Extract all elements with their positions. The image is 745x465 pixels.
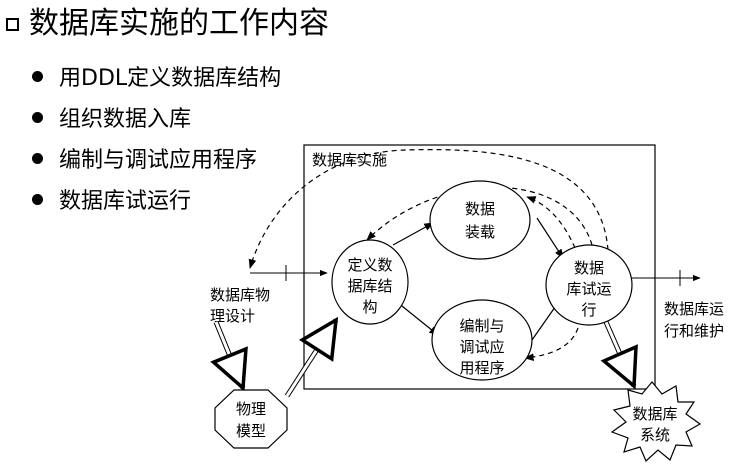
node-system-line-2: 系统 bbox=[640, 426, 670, 444]
bullet-text: 编制与调试应用程序 bbox=[59, 148, 258, 173]
bullet-dot-icon bbox=[32, 193, 43, 205]
bullet-text: 用DDL定义数据库结构 bbox=[59, 66, 282, 91]
hollow-arrow-trial-to-system bbox=[606, 321, 634, 386]
hollow-arrow-model-to-define bbox=[285, 320, 336, 397]
bullet-item: 数据库试运行 bbox=[32, 179, 281, 219]
output-label-line-2: 行和维护 bbox=[664, 322, 724, 340]
node-model-line-1: 物理 bbox=[236, 400, 266, 418]
bullet-item: 编制与调试应用程序 bbox=[32, 138, 281, 178]
bullet-list: 用DDL定义数据库结构 组织数据入库 编制与调试应用程序 数据库试运行 bbox=[32, 56, 281, 220]
node-load-line-2: 装载 bbox=[465, 223, 495, 241]
feedback-arrow-load bbox=[526, 196, 576, 249]
node-data-load: 数据 装载 bbox=[429, 180, 531, 260]
page-title: 数据库实施的工作内容 bbox=[6, 4, 329, 44]
node-define-line-2: 据库结 bbox=[347, 277, 392, 295]
bullet-dot-icon bbox=[32, 70, 43, 82]
bullet-item: 用DDL定义数据库结构 bbox=[32, 56, 281, 96]
flow-define-to-load bbox=[392, 222, 434, 246]
node-define-line-3: 构 bbox=[362, 298, 377, 316]
bullet-item: 组织数据入库 bbox=[32, 97, 281, 137]
node-database-system: 数据库 系统 bbox=[610, 381, 702, 463]
node-trial-run: 数据 库试运 行 bbox=[545, 244, 633, 326]
node-trial-line-2: 库试运 bbox=[566, 280, 611, 298]
node-trial-line-3: 行 bbox=[581, 301, 596, 319]
hollow-arrow-design-to-model bbox=[216, 321, 243, 388]
input-label-line-2: 理设计 bbox=[210, 307, 255, 325]
node-program-line-2: 调试应 bbox=[459, 338, 504, 356]
node-physical-model: 物理 模型 bbox=[214, 389, 288, 449]
flow-load-to-trial bbox=[536, 217, 564, 259]
node-model-line-2: 模型 bbox=[236, 422, 266, 440]
node-program-line-3: 用程序 bbox=[459, 359, 504, 377]
bullet-text: 数据库试运行 bbox=[59, 189, 192, 214]
feedback-arrow-program bbox=[524, 327, 579, 361]
node-define-line-1: 定义数 bbox=[347, 256, 392, 274]
bullet-text: 组织数据入库 bbox=[59, 107, 192, 132]
output-label-line-1: 数据库运 bbox=[664, 300, 724, 318]
node-define-structure: 定义数 据库结 构 bbox=[331, 239, 409, 325]
input-label-line-1: 数据库物 bbox=[210, 286, 270, 304]
node-program-line-1: 编制与 bbox=[459, 317, 504, 335]
title-text: 数据库实施的工作内容 bbox=[29, 6, 329, 41]
flow-define-to-program bbox=[396, 301, 439, 336]
node-load-line-1: 数据 bbox=[465, 200, 495, 218]
node-program-debug: 编制与 调试应 用程序 bbox=[431, 299, 533, 381]
feedback-arrow-outer bbox=[248, 149, 609, 269]
bullet-dot-icon bbox=[32, 152, 43, 164]
implementation-frame bbox=[303, 144, 656, 390]
square-bullet-icon bbox=[6, 17, 19, 31]
node-trial-line-1: 数据 bbox=[574, 259, 604, 277]
node-system-line-1: 数据库 bbox=[632, 405, 677, 423]
bullet-dot-icon bbox=[32, 111, 43, 123]
